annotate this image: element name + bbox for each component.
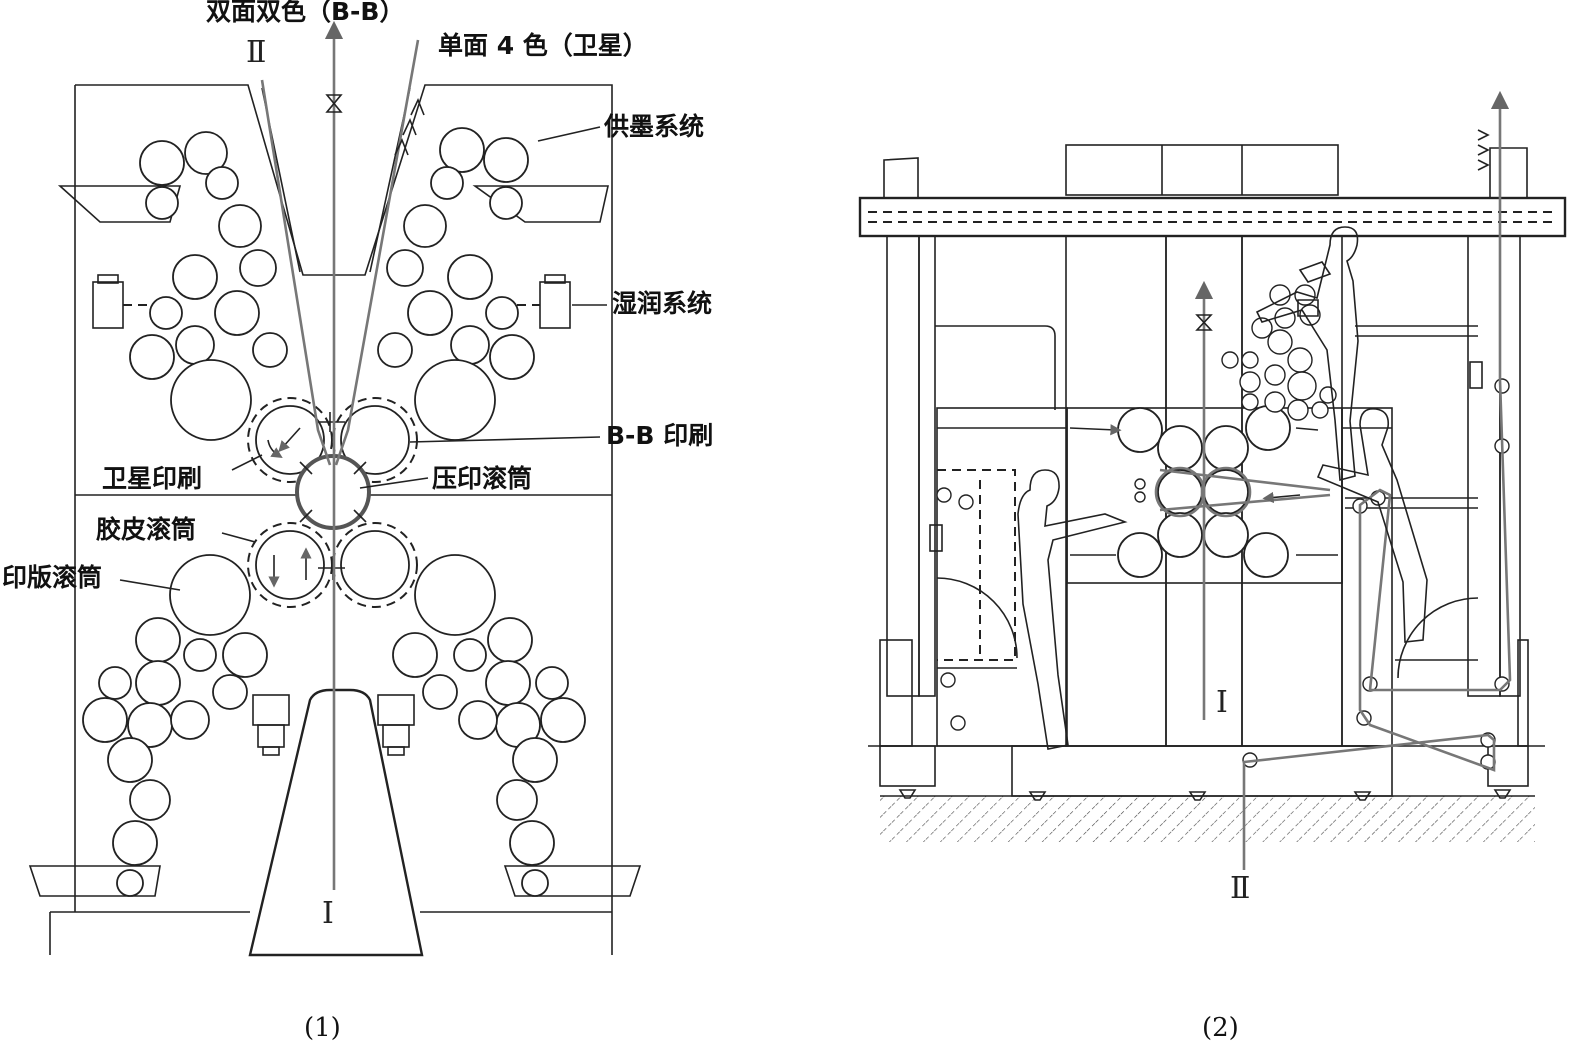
- damping-unit-left: [92, 274, 148, 329]
- label-plate-cylinder: 印版滚筒: [2, 563, 102, 592]
- label-damping-system: 湿润系统: [612, 289, 712, 318]
- damping-unit-lower-right: [377, 694, 415, 756]
- operator-figures: [1017, 226, 1428, 750]
- label-single-4color: 单面 4 色（卫星）: [438, 31, 648, 60]
- label-double-sided-bb: 双面双色（B-B）: [206, 0, 405, 26]
- ink-rollers-upper-left: [129, 131, 288, 380]
- label-web-top-ii: Ⅱ: [246, 35, 266, 70]
- label-blanket-cylinder: 胶皮滚筒: [96, 515, 196, 544]
- caption-2: (2): [1202, 1013, 1239, 1043]
- label-bb-printing: B-B 印刷: [606, 421, 713, 450]
- blanket-cylinders-upper: [247, 397, 418, 483]
- ink-rollers-upper-right: [377, 127, 535, 380]
- label-web-bottom-ii: Ⅱ: [1230, 871, 1250, 906]
- diagram-2-press-side: Ⅰ Ⅱ (2): [858, 90, 1567, 1043]
- ink-rollers-lower-left: [82, 617, 268, 897]
- web-paths-2: [1069, 90, 1512, 870]
- plate-cylinders-lower: [169, 554, 496, 636]
- label-ink-system: 供墨系统: [603, 112, 704, 141]
- label-web-in-i-2: Ⅰ: [1216, 685, 1228, 720]
- label-web-in-i: Ⅰ: [322, 896, 334, 931]
- leader-plate: [119, 579, 181, 591]
- plate-cylinders-upper: [170, 359, 496, 441]
- label-satellite-printing: 卫星印刷: [102, 464, 202, 493]
- top-beam: [858, 196, 1567, 238]
- damping-unit-right: [517, 274, 571, 329]
- caption-1: (1): [304, 1013, 341, 1043]
- roof-block: [1065, 144, 1339, 196]
- leader-bb: [409, 436, 601, 443]
- printing-cylinders: [1117, 405, 1291, 578]
- unit-frame: [49, 84, 613, 957]
- machine-base: [868, 639, 1545, 842]
- label-impression-cylinder: 压印滚筒: [432, 464, 532, 493]
- web-paths: [260, 20, 425, 890]
- foundation-hatch: [880, 796, 1535, 842]
- leader-ink: [537, 126, 601, 142]
- leader-impression: [359, 477, 429, 489]
- ink-rollers-lower-right: [392, 617, 586, 897]
- leader-satellite: [231, 454, 263, 471]
- leader-blanket: [221, 532, 256, 543]
- damping-unit-lower-left: [252, 694, 290, 756]
- diagram-1-press-unit: 双面双色（B-B） Ⅱ 单面 4 色（卫星） 供墨系统 湿润系统 B-B 印刷 …: [2, 0, 713, 1043]
- blanket-cylinders-lower: [247, 522, 418, 608]
- ink-rollers-cluster: [1221, 284, 1337, 421]
